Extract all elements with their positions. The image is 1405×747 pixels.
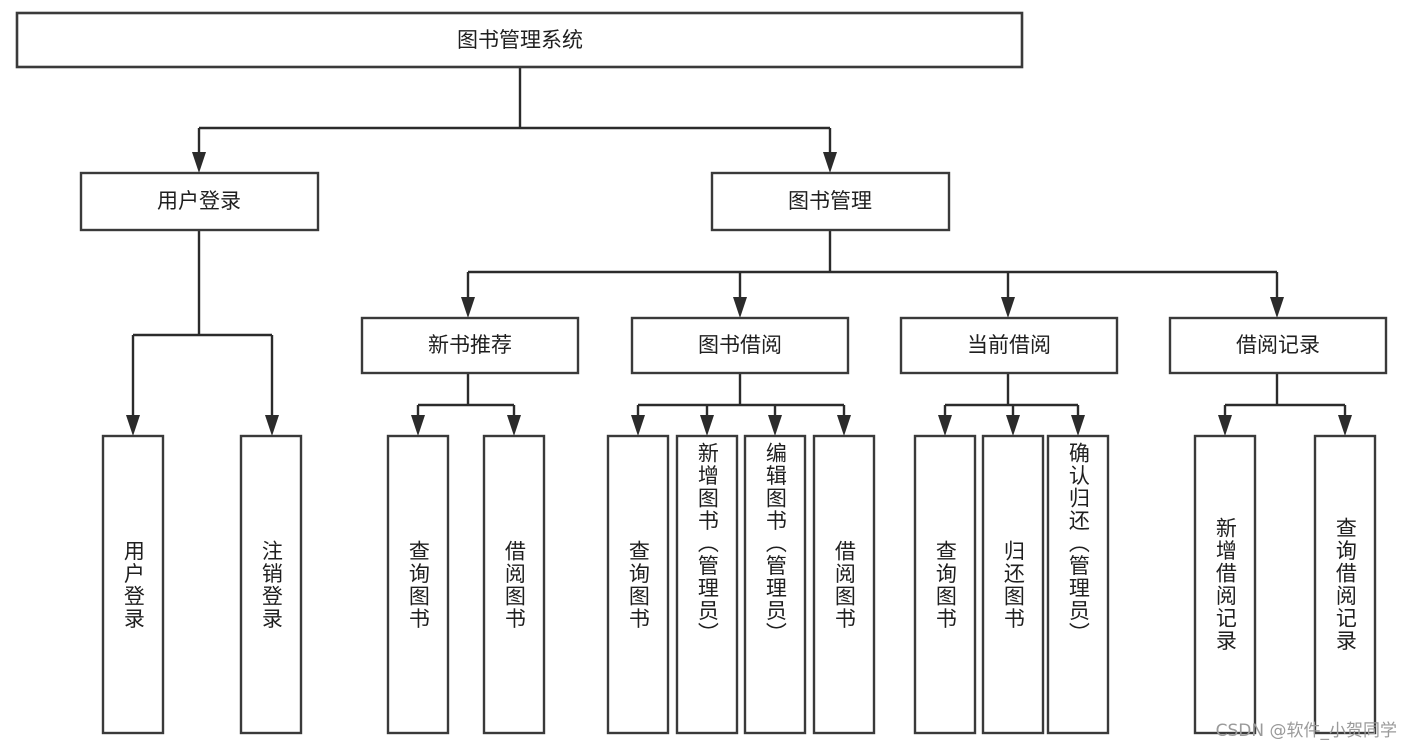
arrow-head-leaf-logout <box>265 415 279 436</box>
leaf-box-br-add-record[interactable] <box>1193 434 1257 735</box>
node-root-box[interactable] <box>15 11 1024 69</box>
node-borrow-records[interactable]: 借阅记录 <box>1168 316 1388 375</box>
node-new-book-recommend-label: 新书推荐 <box>428 333 512 357</box>
node-user-login-box[interactable] <box>79 171 320 232</box>
csdn-watermark: CSDN @软件_小贺同学 <box>1215 721 1397 741</box>
connector-group-new-book-rec <box>411 373 521 436</box>
arrow-head-borrow-records <box>1270 297 1284 318</box>
leaf-box-bb-edit-book[interactable] <box>743 434 807 735</box>
node-borrow-records-box[interactable] <box>1168 316 1388 375</box>
node-book-management-label: 图书管理 <box>788 189 872 213</box>
arrow-head-leaf-user-login <box>126 415 140 436</box>
node-root[interactable]: 图书管理系统 <box>15 11 1024 69</box>
connector-group-current-borrow <box>938 373 1085 436</box>
arrow-head-bb-add <box>700 415 714 436</box>
node-user-login-label: 用户登录 <box>157 189 241 213</box>
node-new-book-recommend[interactable]: 新书推荐 <box>360 316 580 375</box>
leaf-box-bb-borrow-book[interactable] <box>812 434 876 735</box>
arrow-head-book-mgmt <box>823 152 837 173</box>
arrow-head-cb-confirm <box>1071 415 1085 436</box>
leaf-box-br-query-record[interactable] <box>1313 434 1377 735</box>
arrow-head-current-borrow <box>1001 297 1015 318</box>
connector-group-user-login <box>126 230 279 436</box>
arrow-head-book-borrow <box>733 297 747 318</box>
node-book-management[interactable]: 图书管理 <box>710 171 951 232</box>
leaf-box-cb-return-book[interactable] <box>981 434 1045 735</box>
arrow-head-br-add <box>1218 415 1232 436</box>
leaf-box-nb-borrow-book[interactable] <box>482 434 546 735</box>
arrow-head-cb-query <box>938 415 952 436</box>
connector-group-root <box>192 67 837 173</box>
arrow-head-new-book-rec <box>461 297 475 318</box>
node-book-borrow-box[interactable] <box>630 316 850 375</box>
node-new-book-recommend-box[interactable] <box>360 316 580 375</box>
node-book-management-box[interactable] <box>710 171 951 232</box>
connector-group-book-mgmt <box>461 230 1284 318</box>
leaf-box-bb-query-book[interactable] <box>606 434 670 735</box>
node-borrow-records-label: 借阅记录 <box>1236 333 1320 357</box>
arrow-head-user-login <box>192 152 206 173</box>
leaf-box-user-login[interactable] <box>101 434 165 735</box>
arrow-head-nb-borrow <box>507 415 521 436</box>
node-current-borrow-label: 当前借阅 <box>967 333 1051 357</box>
connector-group-book-borrow <box>631 373 851 436</box>
leaf-box-cb-confirm-return[interactable] <box>1046 434 1110 735</box>
connector-group-borrow-records <box>1218 373 1352 436</box>
node-current-borrow-box[interactable] <box>899 316 1119 375</box>
arrow-head-br-query <box>1338 415 1352 436</box>
node-book-borrow[interactable]: 图书借阅 <box>630 316 850 375</box>
leaf-box-nb-query-book[interactable] <box>386 434 450 735</box>
arrow-head-bb-borrow <box>837 415 851 436</box>
leaf-box-logout[interactable] <box>239 434 303 735</box>
node-book-borrow-label: 图书借阅 <box>698 333 782 357</box>
leaf-boxes-group <box>101 434 1377 735</box>
node-current-borrow[interactable]: 当前借阅 <box>899 316 1119 375</box>
arrow-head-bb-edit <box>768 415 782 436</box>
leaf-box-bb-add-book[interactable] <box>675 434 739 735</box>
node-root-label: 图书管理系统 <box>457 28 583 52</box>
node-user-login[interactable]: 用户登录 <box>79 171 320 232</box>
leaf-box-cb-query-book[interactable] <box>913 434 977 735</box>
arrow-head-cb-return <box>1006 415 1020 436</box>
arrow-head-nb-query <box>411 415 425 436</box>
arrow-head-bb-query <box>631 415 645 436</box>
